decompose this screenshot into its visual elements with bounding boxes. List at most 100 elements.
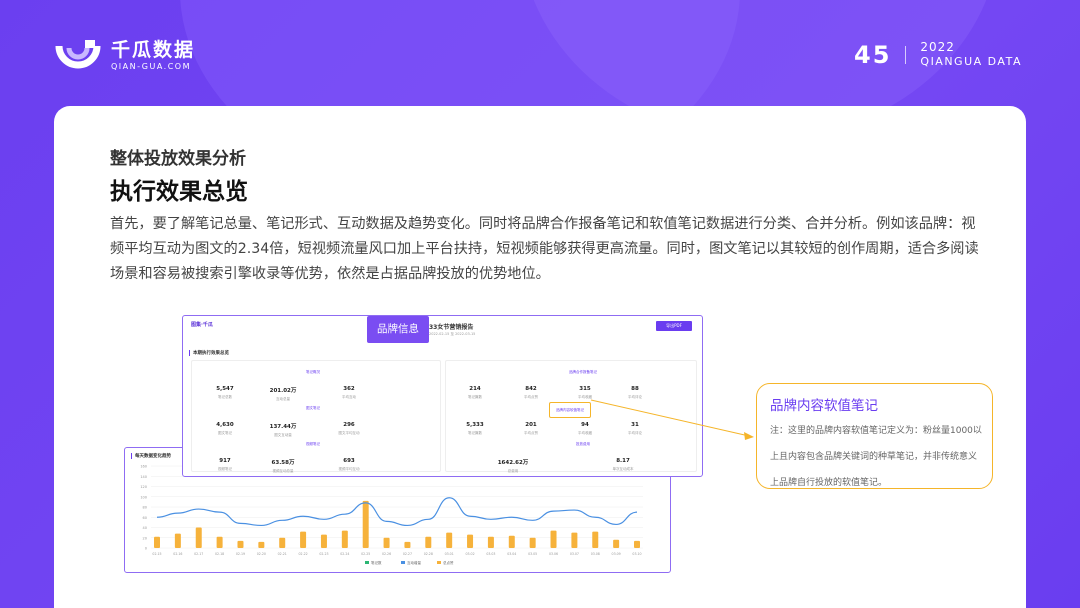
report-date: 2022-02-15 至 2022-03-15 [429,332,476,336]
x-tick-label: 02.20 [257,552,266,556]
bar [383,537,390,548]
x-tick-label: 02.22 [299,552,308,556]
x-tick-label: 02.25 [361,552,370,556]
metric-cell: 1642.62万总费用 [483,458,543,474]
divider [905,45,907,64]
callout-box: 品牌内容软值笔记 注：这里的品牌内容软值笔记定义为：粉丝量1000以上且内容包含… [756,383,993,489]
x-tick-label: 03.06 [549,552,558,556]
x-tick-label: 03.08 [591,552,600,556]
group-label: 笔记概况 [306,370,320,374]
legend-label: 互动增量 [407,560,421,565]
y-tick-label: 120 [140,485,147,489]
metric-value: 31 [631,422,639,428]
x-tick-label: 02.26 [382,552,391,556]
series-line [156,497,638,527]
bar [613,539,620,548]
page-year: 2022 [920,40,955,54]
metric-value: 842 [525,386,537,392]
x-tick-label: 03.07 [570,552,579,556]
page-title: 执行效果总览 [110,179,248,205]
bar [216,536,223,548]
brand-logo: 千瓜数据 QIAN-GUA.COM [55,38,195,74]
metric-cell: 214 笔记篇数 [445,386,505,400]
bar [487,536,494,548]
bar [467,534,474,548]
metric-label: 平均点赞 [524,395,538,399]
bar [237,540,244,548]
legend-swatch [365,561,369,564]
metric-label: 互动总量 [276,397,290,401]
metric-value: 214 [469,386,481,392]
x-tick-label: 02.15 [152,552,161,556]
bar [446,532,453,548]
bar [404,541,411,548]
y-tick-label: 160 [140,465,147,469]
x-tick-label: 02.28 [424,552,433,556]
logo-icon [55,40,101,69]
report-section: 本期执行效果总览 [189,350,229,356]
legend-swatch [437,561,441,564]
bar [362,500,369,548]
metric-value: 201 [525,422,537,428]
group-label: 投放费用 [576,442,590,446]
bar [154,536,160,548]
metric-label: 笔记篇数 [468,395,482,399]
x-tick-label: 03.03 [486,552,495,556]
legend-label: 总点赞 [443,560,454,565]
metric-cell: 201.02万互动总量 [253,386,313,402]
metric-label: 图文笔记 [218,431,232,435]
metric-cell: 63.58万视频互动总量 [253,458,313,474]
content-card: 整体投放效果分析 执行效果总览 首先，要了解笔记总量、笔记形式、互动数据及趋势变… [54,106,1026,608]
bar [425,536,432,548]
metric-label: 平均评论 [628,395,642,399]
highlight-label: 品牌内容软值笔记 [556,408,584,412]
x-tick-label: 02.27 [403,552,412,556]
metric-value: 315 [579,386,591,392]
bar [592,531,599,548]
section-title: 整体投放效果分析 [110,149,246,169]
metric-label: 平均收藏 [578,395,592,399]
metric-value: 88 [631,386,639,392]
y-tick-label: 100 [140,495,147,499]
metric-value: 296 [343,422,355,428]
metric-value: 201.02万 [269,388,297,394]
metric-cell: 88 平均评论 [605,386,665,400]
bar [634,540,640,548]
x-tick-label: 02.17 [194,552,203,556]
metric-cell: 5,547 笔记总数 [195,386,255,400]
metric-value: 137.44万 [269,424,297,430]
bar [300,531,307,548]
group-label: 图文笔记 [306,406,320,410]
notes-panel [191,360,441,472]
metric-label: 笔记总数 [218,395,232,399]
report-logo: 图集·千瓜 [191,322,213,328]
y-tick-label: 60 [143,516,147,520]
export-button[interactable]: 导出PDF [656,321,692,331]
x-tick-label: 02.19 [236,552,245,556]
metric-value: 8.17 [616,458,630,464]
bar [529,537,536,548]
metric-label: 总费用 [507,469,519,473]
bar [174,533,181,548]
metric-value: 4,630 [216,422,234,428]
metric-cell: 315 平均收藏 [555,386,615,400]
bar [320,534,327,548]
report-screenshot: 图集·千瓜 品牌信息 33女节营销报告 2022-02-15 至 2022-03… [182,315,703,477]
x-tick-label: 03.01 [445,552,454,556]
metric-label: 单次互动成本 [612,467,634,471]
x-tick-label: 03.02 [465,552,474,556]
y-tick-label: 20 [143,536,147,540]
bar [550,530,557,548]
metric-value: 5,547 [216,386,234,392]
soft-notes-highlight: 品牌内容软值笔记 [549,402,591,418]
bar [571,532,578,548]
metric-label: 平均互动 [342,395,356,399]
metric-label: 视频互动总量 [272,469,294,473]
metric-cell: 842 平均点赞 [501,386,561,400]
y-tick-label: 80 [143,506,147,510]
